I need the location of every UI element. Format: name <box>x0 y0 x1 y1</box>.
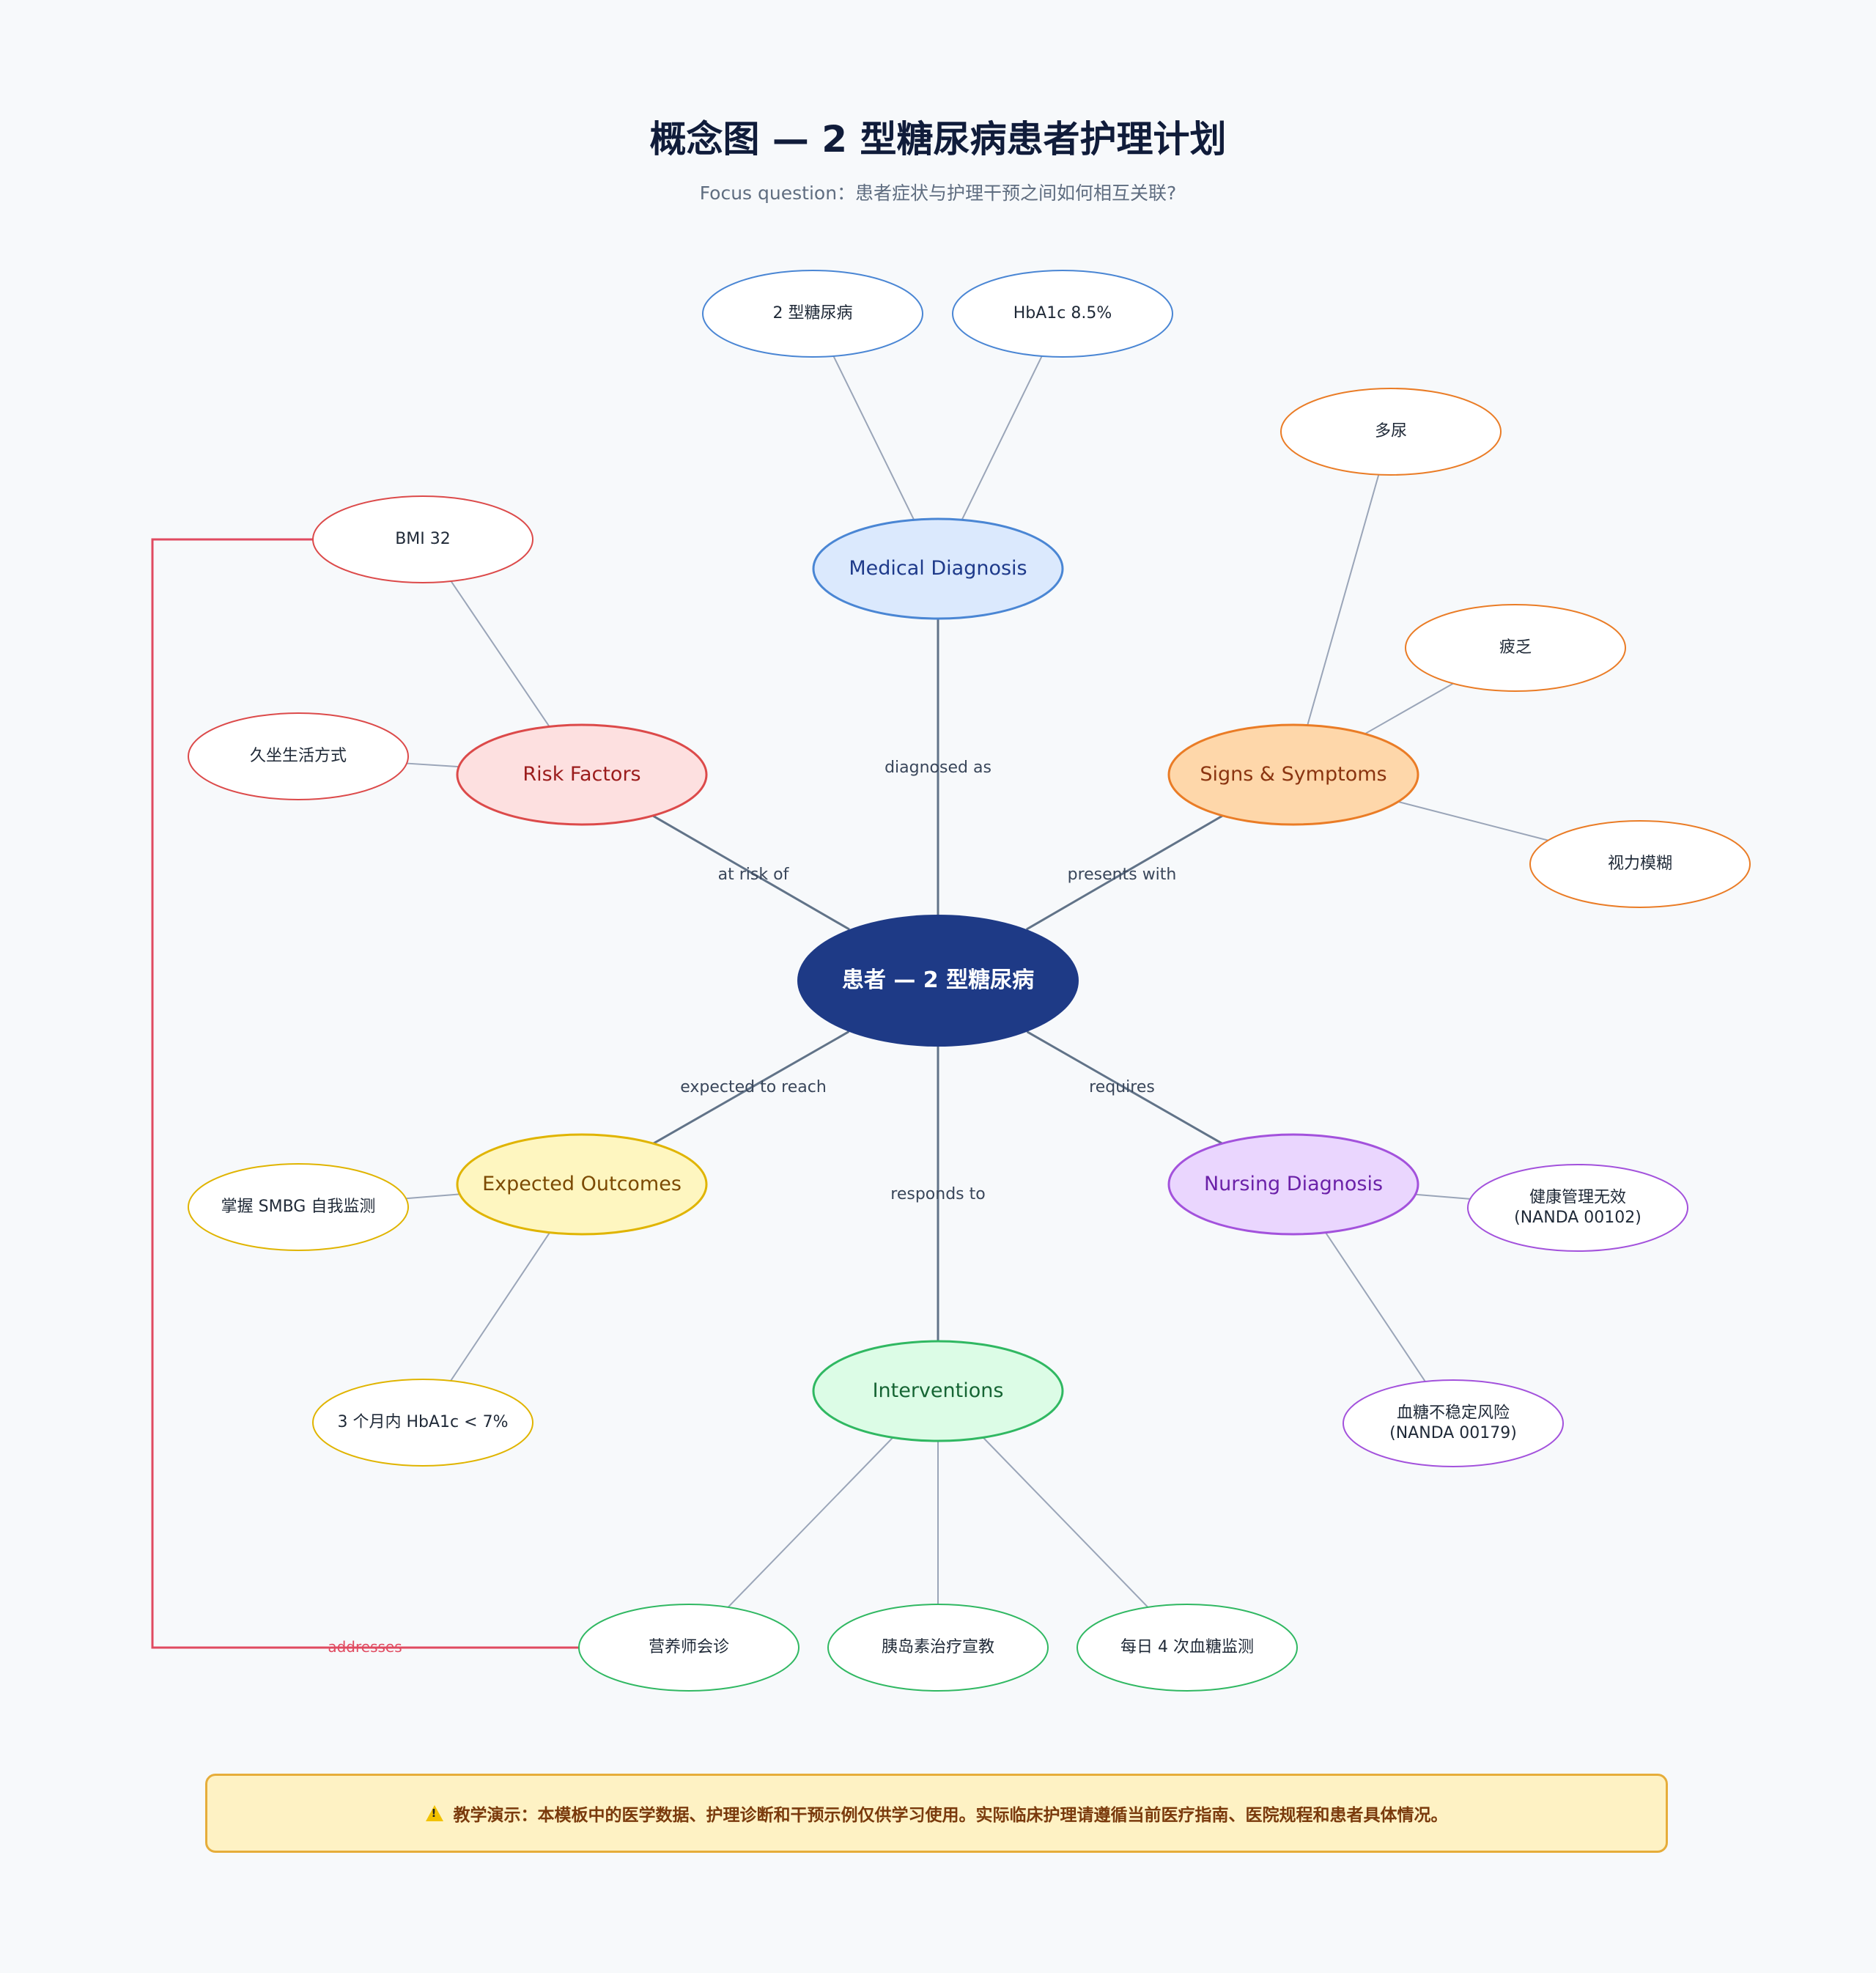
leaf-node-nursing[interactable]: 健康管理无效(NANDA 00102) <box>1467 1164 1688 1252</box>
leaf-label: 血糖不稳定风险(NANDA 00179) <box>1389 1404 1517 1442</box>
leaf-node-risk[interactable]: BMI 32 <box>312 495 533 583</box>
leaf-label: 视力模糊 <box>1608 855 1672 873</box>
leaf-node-nursing[interactable]: 血糖不稳定风险(NANDA 00179) <box>1343 1379 1564 1467</box>
leaf-label: 久坐生活方式 <box>250 747 347 765</box>
leaf-node-interventions[interactable]: 胰岛素治疗宣教 <box>827 1604 1049 1692</box>
leaf-link-risk <box>406 762 459 768</box>
link-label-signs: presents with <box>1068 866 1177 884</box>
category-label-nursing: Nursing Diagnosis <box>1204 1173 1383 1195</box>
leaf-link-medical <box>832 355 915 520</box>
leaf-link-signs <box>1364 682 1454 735</box>
category-label-outcomes: Expected Outcomes <box>482 1173 682 1195</box>
category-label-interventions: Interventions <box>873 1379 1004 1402</box>
disclaimer-banner: 教学演示：本模板中的医学数据、护理诊断和干预示例仅供学习使用。实际临床护理请遵循… <box>205 1774 1668 1853</box>
category-node-signs[interactable]: Signs & Symptoms <box>1167 723 1419 826</box>
link-label-interventions: responds to <box>890 1185 985 1203</box>
link-nursing <box>1026 1030 1223 1145</box>
leaf-label: 3 个月内 HbA1c < 7% <box>338 1413 509 1431</box>
leaf-link-signs <box>1307 474 1380 726</box>
leaf-label: 健康管理无效(NANDA 00102) <box>1514 1188 1642 1227</box>
category-node-risk[interactable]: Risk Factors <box>456 723 708 826</box>
link-label-nursing: requires <box>1089 1078 1155 1096</box>
leaf-link-interventions <box>982 1437 1149 1608</box>
leaf-label: 掌握 SMBG 自我监测 <box>221 1198 376 1216</box>
leaf-link-risk <box>450 580 550 727</box>
leaf-link-outcomes <box>450 1232 550 1382</box>
leaf-label: 2 型糖尿病 <box>773 304 853 322</box>
link-outcomes <box>652 1030 850 1145</box>
leaf-node-outcomes[interactable]: 3 个月内 HbA1c < 7% <box>312 1379 533 1467</box>
leaf-node-risk[interactable]: 久坐生活方式 <box>188 712 409 800</box>
leaf-label: BMI 32 <box>395 530 451 548</box>
category-label-signs: Signs & Symptoms <box>1200 763 1386 786</box>
link-signs <box>1026 814 1224 931</box>
leaf-node-signs[interactable]: 疲乏 <box>1405 604 1626 692</box>
page-title: 概念图 — 2 型糖尿病患者护理计划 <box>649 118 1227 161</box>
warning-icon <box>425 1805 443 1821</box>
link-label-risk: at risk of <box>718 866 790 884</box>
leaf-node-interventions[interactable]: 每日 4 次血糖监测 <box>1077 1604 1298 1692</box>
link-risk <box>651 814 850 931</box>
center-node-label: 患者 — 2 型糖尿病 <box>842 967 1034 993</box>
leaf-node-interventions[interactable]: 营养师会诊 <box>578 1604 799 1692</box>
leaf-label: 疲乏 <box>1499 638 1532 657</box>
cross-link-addresses <box>151 538 579 1649</box>
leaf-label: HbA1c 8.5% <box>1013 304 1112 322</box>
category-node-nursing[interactable]: Nursing Diagnosis <box>1167 1133 1419 1236</box>
disclaimer-text: 教学演示：本模板中的医学数据、护理诊断和干预示例仅供学习使用。实际临床护理请遵循… <box>453 1806 1448 1825</box>
leaf-node-outcomes[interactable]: 掌握 SMBG 自我监测 <box>188 1163 409 1251</box>
category-label-risk: Risk Factors <box>522 763 640 786</box>
category-label-medical: Medical Diagnosis <box>849 557 1027 580</box>
leaf-link-medical <box>961 355 1043 520</box>
leaf-node-signs[interactable]: 视力模糊 <box>1529 820 1751 908</box>
leaf-link-nursing <box>1415 1193 1471 1200</box>
center-node[interactable]: 患者 — 2 型糖尿病 <box>797 915 1079 1047</box>
focus-question: Focus question：患者症状与护理干预之间如何相互关联? <box>699 182 1177 204</box>
leaf-link-nursing <box>1325 1232 1426 1382</box>
category-node-interventions[interactable]: Interventions <box>812 1340 1064 1442</box>
link-label-medical: diagnosed as <box>885 759 991 777</box>
leaf-label: 胰岛素治疗宣教 <box>882 1638 994 1656</box>
leaf-node-medical[interactable]: HbA1c 8.5% <box>952 270 1173 358</box>
leaf-label: 多尿 <box>1375 422 1407 440</box>
leaf-label: 每日 4 次血糖监测 <box>1120 1638 1254 1656</box>
cross-link-label: addresses <box>328 1638 402 1656</box>
category-node-medical[interactable]: Medical Diagnosis <box>812 517 1064 620</box>
leaf-node-medical[interactable]: 2 型糖尿病 <box>702 270 923 358</box>
leaf-label: 营养师会诊 <box>649 1638 729 1656</box>
leaf-node-signs[interactable]: 多尿 <box>1280 388 1502 476</box>
leaf-link-outcomes <box>405 1193 460 1200</box>
link-label-outcomes: expected to reach <box>680 1078 827 1096</box>
leaf-link-interventions <box>727 1437 894 1608</box>
category-node-outcomes[interactable]: Expected Outcomes <box>456 1133 708 1236</box>
leaf-link-signs <box>1397 800 1548 841</box>
